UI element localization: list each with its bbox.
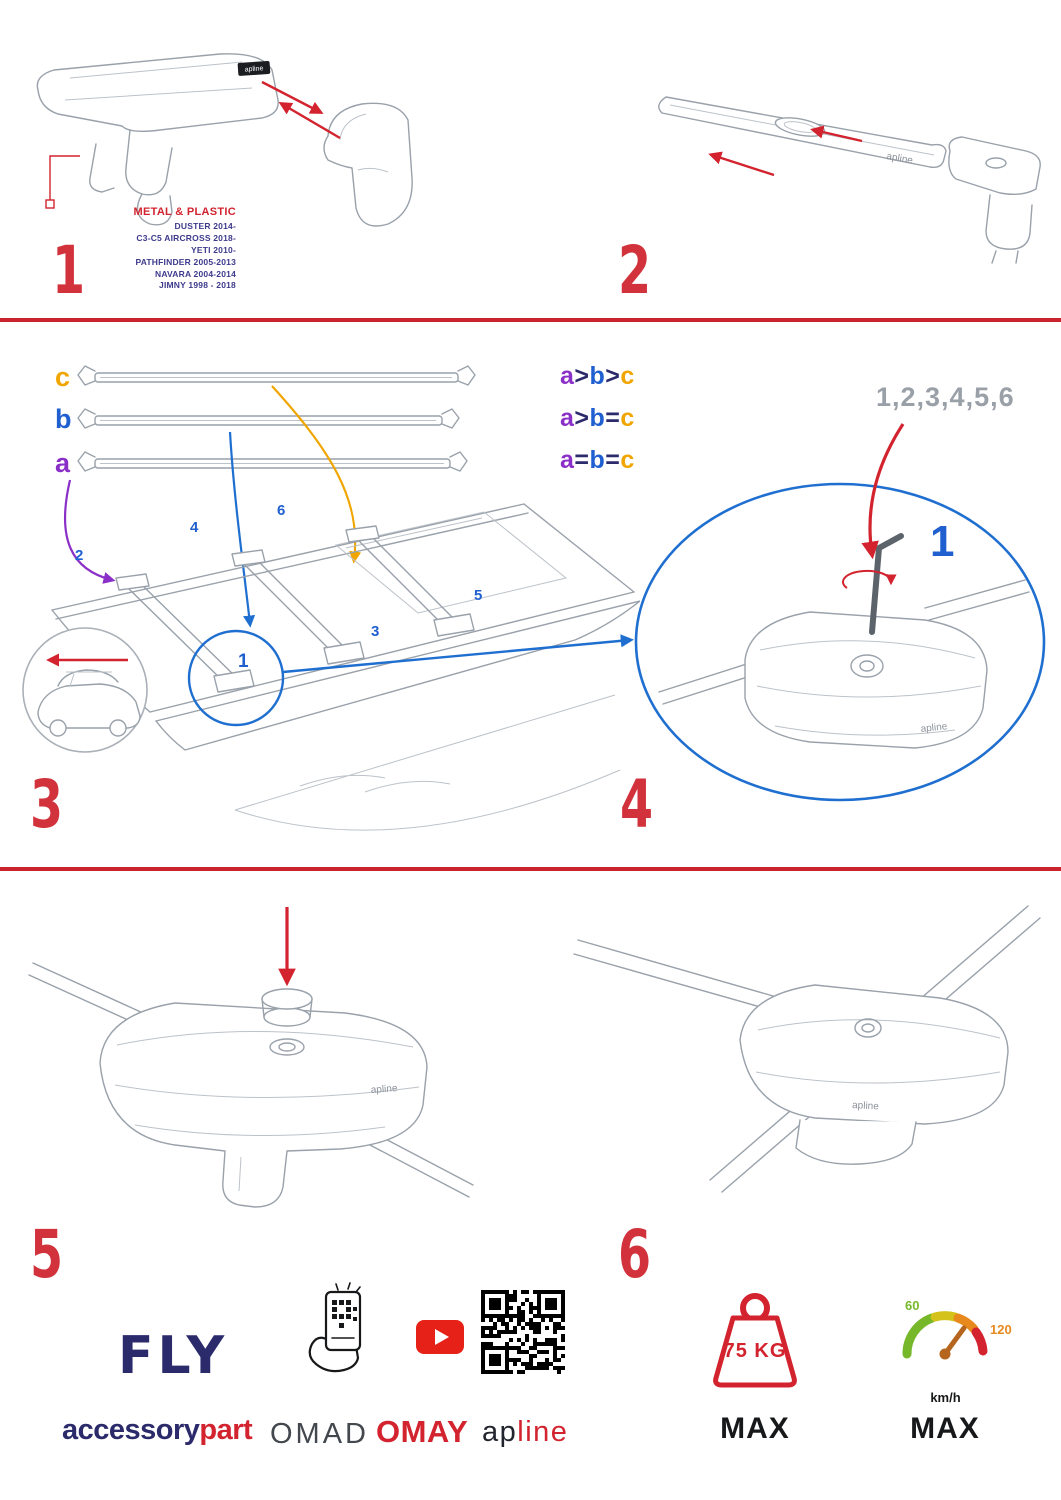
step-1-number: 1 [52, 232, 86, 309]
tightening-sequence: 1,2,3,4,5,6 [876, 382, 1015, 412]
lock-knob-drawing [261, 988, 313, 1056]
bar-b-drawing [77, 408, 460, 429]
size-formula: a=b=c [560, 446, 635, 474]
youtube-icon [416, 1320, 464, 1354]
bar-label-c: c [55, 362, 71, 392]
position-number-2: 2 [75, 547, 84, 564]
position-number-5: 5 [474, 587, 483, 604]
speedometer-icon [902, 1311, 988, 1360]
model-list-item: NAVARA 2004-2014 [155, 268, 236, 279]
phone-scan-icon [308, 1282, 362, 1373]
section-divider [0, 318, 1061, 322]
callout-number: 1 [930, 517, 955, 566]
speed-unit-label: km/h [930, 1390, 961, 1405]
size-formula: a>b>c [560, 362, 635, 390]
vehicle-compatibility-list: METAL & PLASTIC DUSTER 2014- C3-C5 AIRCR… [58, 206, 236, 292]
step6-mounted-drawing: apline [573, 905, 1041, 1193]
brand-tag: apline [237, 60, 271, 76]
step5-knob-drawing: apline [28, 907, 474, 1208]
step-2-number: 2 [618, 232, 652, 309]
step-6-number: 6 [618, 1216, 652, 1293]
model-list-item: JIMNY 1998 - 2018 [159, 280, 236, 291]
qr-finder-patterns [481, 1290, 565, 1374]
focus-circle [187, 629, 285, 727]
bar-label-b: b [55, 404, 72, 434]
step2-bar-drawing: apline [658, 96, 1041, 264]
crossbar-middle-drawing [231, 549, 365, 665]
position-number-6: 6 [277, 502, 286, 519]
position-number-1: 1 [238, 651, 249, 672]
svg-text:apline: apline [244, 65, 263, 73]
model-list-item: PATHFINDER 2005-2013 [135, 256, 236, 267]
material-label: METAL & PLASTIC [133, 206, 236, 218]
svg-text:apline: apline [370, 1083, 398, 1096]
step4-tightening-drawing: apline [634, 423, 1046, 802]
max-speed-label: MAX [910, 1412, 980, 1445]
position-number-3: 3 [371, 623, 380, 640]
section-divider [0, 867, 1061, 871]
svg-text:apline: apline [920, 721, 948, 735]
car-direction-inset [22, 627, 148, 753]
step3-roof-drawing [22, 365, 640, 831]
zoom-connector-arrow [282, 634, 634, 674]
step-3-number: 3 [30, 766, 64, 843]
svg-text:apline: apline [852, 1100, 880, 1112]
brand-accessorypart: accessorypart [62, 1414, 253, 1446]
qr-code-icon [481, 1290, 565, 1374]
model-list-item: YETI 2010- [191, 244, 236, 255]
max-load-label: MAX [720, 1412, 790, 1445]
svg-text:apline: apline [885, 151, 914, 167]
step1-clamp-drawing: apline [36, 53, 413, 227]
step-4-number: 4 [620, 766, 654, 843]
brand-fly: FLY [118, 1326, 229, 1386]
weight-max-icon [713, 1293, 797, 1388]
bar-label-a: a [55, 448, 71, 478]
brand-omad: OMAD [270, 1418, 369, 1450]
bar-c-drawing [77, 365, 476, 386]
model-list-item: DUSTER 2014- [174, 221, 236, 231]
size-formula: a>b=c [560, 404, 635, 432]
position-number-4: 4 [190, 519, 199, 536]
speed-high-label: 120 [990, 1322, 1012, 1337]
brand-apline: apline [482, 1416, 569, 1448]
brand-omay: OMAY [376, 1414, 469, 1449]
crossbar-right-drawing [345, 525, 475, 637]
speed-low-label: 60 [905, 1298, 920, 1313]
bar-a-drawing [77, 451, 468, 472]
hex-key-drawing [869, 533, 904, 635]
max-load-value: 75 KG [723, 1340, 787, 1362]
step-5-number: 5 [30, 1216, 64, 1293]
model-list-item: C3-C5 AIRCROSS 2018- [136, 232, 236, 243]
crossbar-left-drawing [115, 573, 255, 693]
